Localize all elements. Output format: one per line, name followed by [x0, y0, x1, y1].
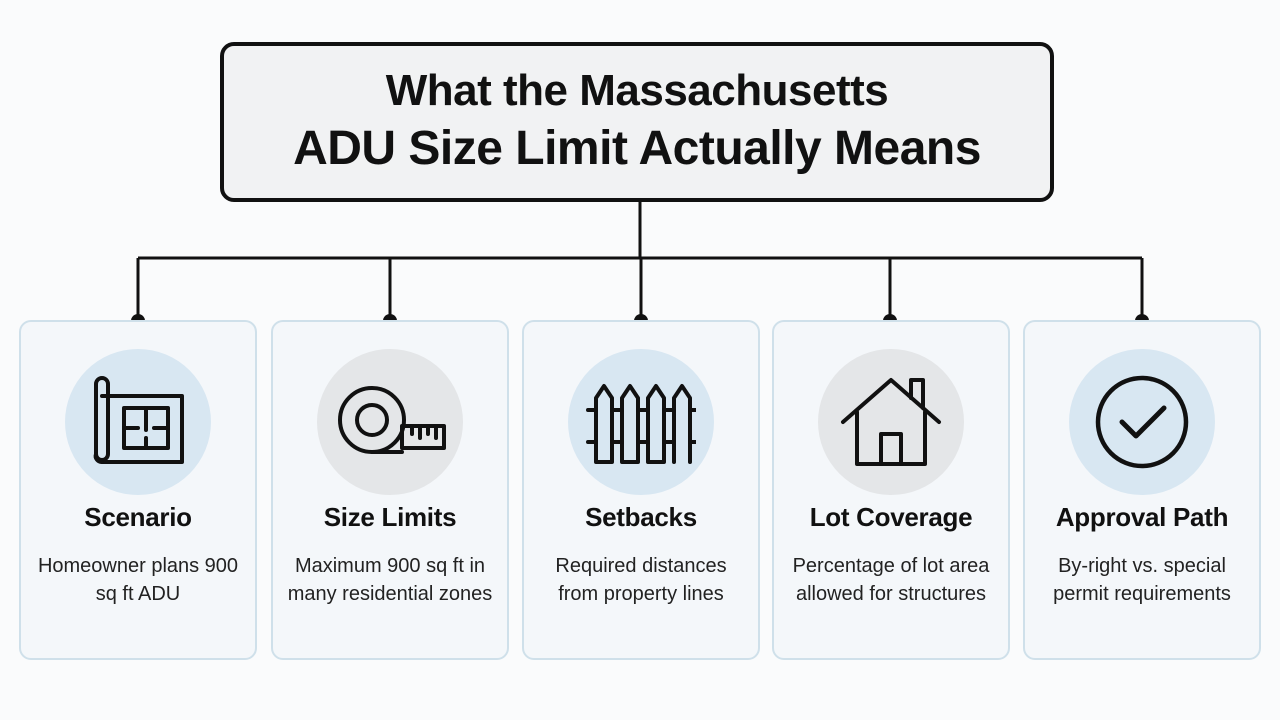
card-title: Size Limits [323, 502, 457, 532]
card-description: Percentage of lot area allowed for struc… [792, 555, 990, 605]
card-title: Approval Path [1055, 502, 1229, 532]
card-title: Lot Coverage [809, 502, 973, 532]
icon-circle [1069, 349, 1215, 495]
house-icon [841, 378, 941, 466]
icon-circle [65, 349, 211, 495]
card-title: Scenario [84, 502, 192, 532]
icon-circle [568, 349, 714, 495]
title-line-1: What the Massachusetts [385, 66, 889, 115]
title-box: What the Massachusetts ADU Size Limit Ac… [220, 42, 1054, 202]
card-description: Homeowner plans 900 sq ft ADU [37, 555, 239, 605]
card-lot-coverage: Lot Coverage Percentage of lot area allo… [772, 320, 1010, 660]
fence-icon [586, 384, 696, 464]
checkmark-circle-icon [1095, 375, 1189, 469]
card-description: Required distances from property lines [555, 555, 727, 605]
blueprint-icon [93, 376, 184, 464]
card-approval-path: Approval Path By-right vs. special permi… [1023, 320, 1261, 660]
card-description: By-right vs. special permit requirements [1053, 555, 1231, 605]
tape-measure-icon [338, 386, 446, 454]
card-size-limits: Size Limits Maximum 900 sq ft in many re… [271, 320, 509, 660]
icon-circle [818, 349, 964, 495]
card-description: Maximum 900 sq ft in many residential zo… [287, 555, 493, 605]
card-scenario: Scenario Homeowner plans 900 sq ft ADU [19, 320, 257, 660]
card-title: Setbacks [585, 502, 697, 532]
icon-circle [317, 349, 463, 495]
title-line-2: ADU Size Limit Actually Means [293, 122, 981, 175]
card-setbacks: Setbacks Required distances from propert… [522, 320, 760, 660]
